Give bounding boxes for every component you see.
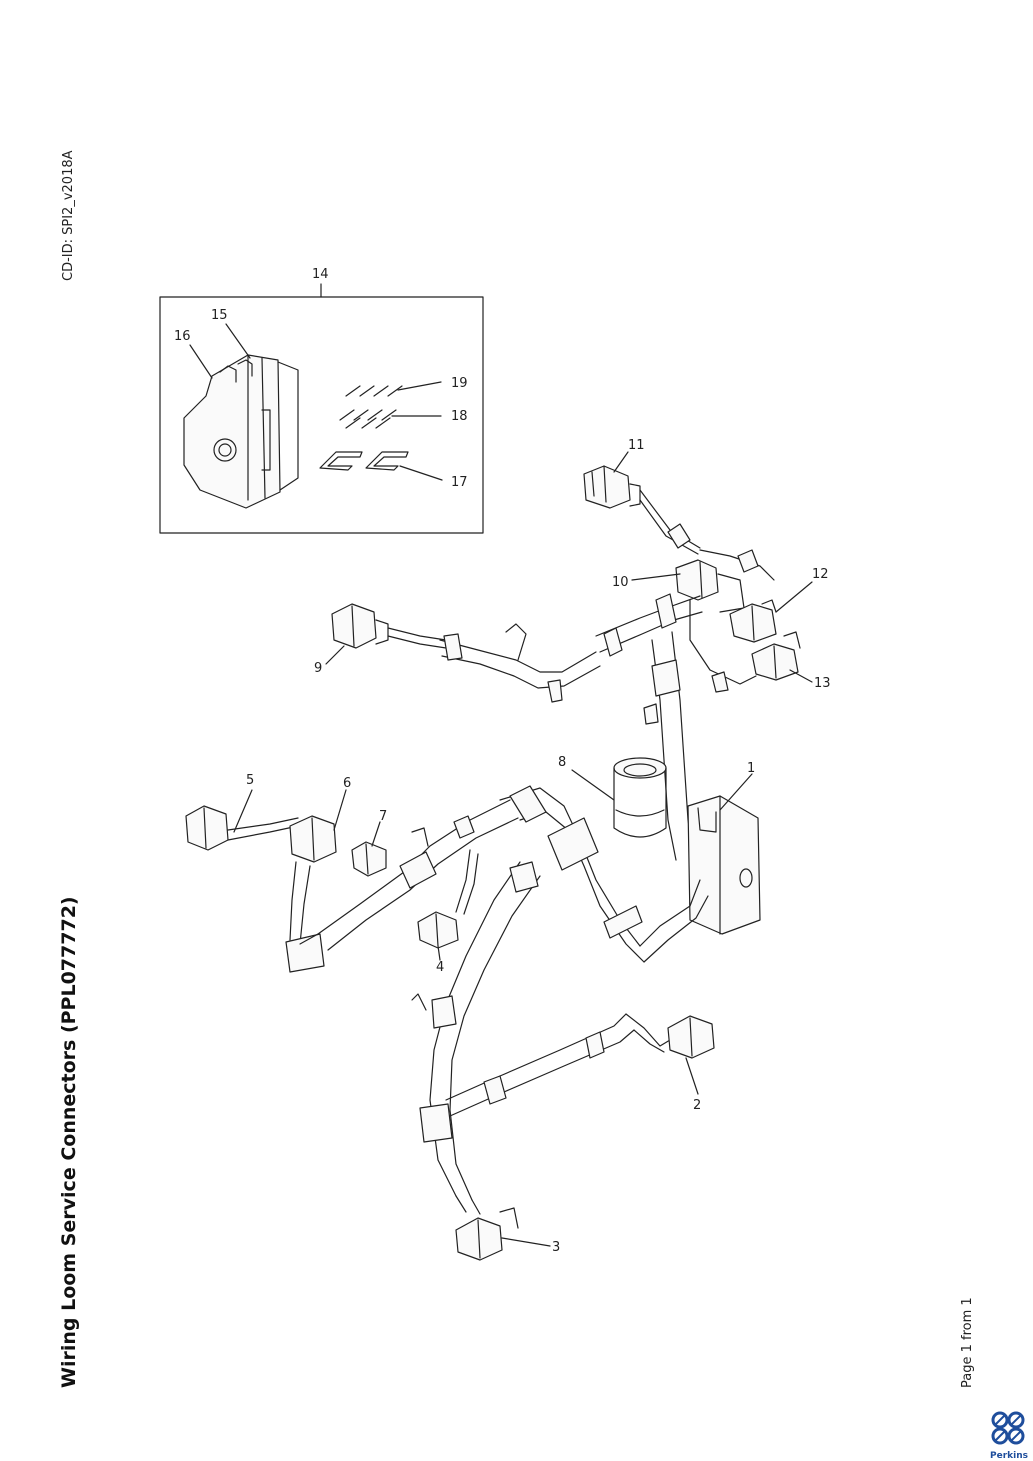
wires-6	[289, 861, 311, 945]
trunk-upper-b	[599, 611, 703, 653]
wires-5	[227, 817, 299, 841]
callout-7: 7	[379, 809, 387, 824]
callout-17: 17	[451, 475, 468, 490]
leader-9	[325, 645, 345, 665]
callout-11: 11	[628, 438, 645, 453]
callout-6: 6	[343, 776, 351, 791]
wires-4	[455, 849, 479, 915]
connector-3	[455, 1207, 519, 1261]
harness-9-a	[439, 639, 597, 673]
wires-2	[625, 1013, 671, 1053]
connector-12	[729, 599, 777, 643]
callout-13: 13	[814, 676, 831, 691]
connector-13	[751, 631, 801, 681]
terminal-pins-19	[345, 385, 403, 397]
harness-9-b	[441, 655, 601, 689]
leader-4	[437, 945, 441, 961]
connector-10	[675, 559, 745, 613]
branch-3-b	[449, 875, 541, 1201]
connector-5	[185, 805, 229, 851]
leader-10	[631, 573, 681, 581]
leader-8	[571, 769, 615, 801]
leader-13	[789, 669, 813, 683]
connector-9	[331, 603, 389, 649]
callout-9: 9	[314, 661, 322, 676]
callout-1: 1	[747, 761, 755, 776]
callout-8: 8	[558, 755, 566, 770]
clip-lower	[411, 993, 427, 1011]
connector-6	[289, 815, 337, 863]
leader-19	[397, 381, 442, 391]
rail-2-b	[449, 1029, 635, 1117]
leader-7	[371, 821, 381, 847]
harness-ecm-link-b	[643, 895, 709, 963]
terminal-pins-18	[339, 409, 397, 429]
wires-9	[387, 627, 447, 649]
callout-2: 2	[693, 1098, 701, 1113]
callout-15: 15	[211, 308, 228, 323]
connector-4	[417, 911, 459, 949]
ecm-connector-housing	[183, 354, 299, 509]
leader-12	[775, 581, 813, 613]
leader-3	[501, 1237, 551, 1247]
callout-16: 16	[174, 329, 191, 344]
canister-8	[613, 757, 667, 838]
callout-12: 12	[812, 567, 829, 582]
leader-2	[685, 1057, 699, 1095]
rail-2-a	[445, 1013, 627, 1101]
leader-16	[189, 344, 213, 379]
connector-11	[583, 465, 641, 509]
callout-10: 10	[612, 575, 629, 590]
connector-2	[667, 1015, 715, 1059]
perkins-logo-text: Perkins	[990, 1451, 1028, 1461]
leader-15	[225, 323, 251, 359]
trunk-upper-a	[595, 595, 701, 637]
callout-3: 3	[552, 1240, 560, 1255]
callout-5: 5	[246, 773, 254, 788]
callout-18: 18	[451, 409, 468, 424]
locking-clips-17	[319, 451, 409, 471]
connector-7	[351, 841, 387, 877]
leader-6	[333, 789, 347, 831]
clip-9	[505, 623, 527, 661]
perkins-logo	[991, 1411, 1025, 1445]
callout-4: 4	[436, 960, 444, 975]
callout-14: 14	[312, 267, 329, 282]
wire-13	[689, 599, 757, 685]
leader-11	[613, 451, 629, 473]
clip-left	[411, 827, 429, 847]
callout-19: 19	[451, 376, 468, 391]
leader-17	[399, 465, 443, 481]
harness-ecm-link-a	[639, 879, 701, 947]
leader-1	[719, 773, 753, 811]
leader-5	[233, 789, 253, 833]
wires-11	[639, 489, 701, 555]
branch-3-a	[429, 861, 521, 1197]
